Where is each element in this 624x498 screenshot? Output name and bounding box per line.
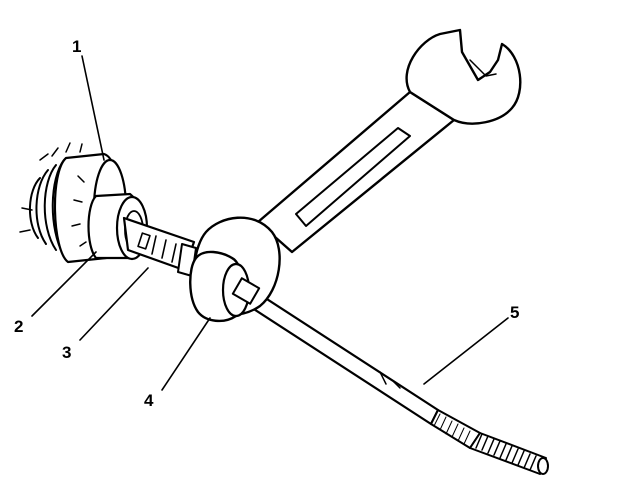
leader-4 [161,317,211,391]
callout-1: 1 [72,37,81,56]
leader-3 [79,267,149,341]
callout-4: 4 [144,391,154,410]
tie-rod-joint [122,216,197,277]
leader-2 [31,251,97,317]
leader-lines [31,55,509,391]
callout-3: 3 [62,343,71,362]
callout-2: 2 [14,317,23,336]
leader-1 [81,55,105,161]
callout-5: 5 [510,303,519,322]
tie-rod-shaft [241,288,549,475]
jam-nut [189,250,261,323]
leader-5 [423,317,509,385]
